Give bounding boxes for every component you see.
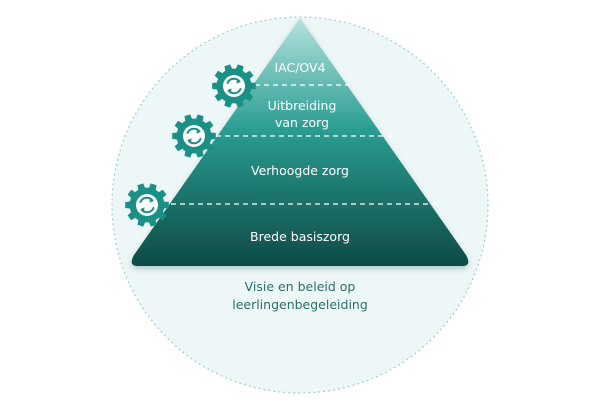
cycle-arrowhead xyxy=(227,88,232,94)
cycle-arrowhead xyxy=(140,207,145,213)
level-label-brede-basiszorg: Brede basiszorg xyxy=(250,229,350,244)
gear-cycle-icon xyxy=(212,64,256,108)
foundation-label: Visie en beleid op leerlingenbegeleiding xyxy=(232,278,368,314)
cycle-arrowhead xyxy=(187,138,192,144)
gear-cycle-icon xyxy=(172,114,216,158)
foundation-label-line2: leerlingenbegeleiding xyxy=(232,297,368,312)
level-label-uitbreiding: Uitbreiding van zorg xyxy=(268,97,337,131)
pyramid-shape xyxy=(131,18,469,266)
cycle-arrowhead xyxy=(196,128,201,134)
level-label-verhoogde-zorg: Verhoogde zorg xyxy=(250,163,350,178)
gear-cycle-icon xyxy=(125,183,169,227)
level-label-iac-ov4: IAC/OV4 xyxy=(274,60,326,75)
foundation-label-line1: Visie en beleid op xyxy=(244,279,356,294)
level-label-uitbreiding-line1: Uitbreiding xyxy=(267,98,337,113)
cycle-arrowhead xyxy=(236,78,241,84)
cycle-arrowhead xyxy=(149,197,154,203)
level-label-uitbreiding-line2: van zorg xyxy=(274,115,330,130)
